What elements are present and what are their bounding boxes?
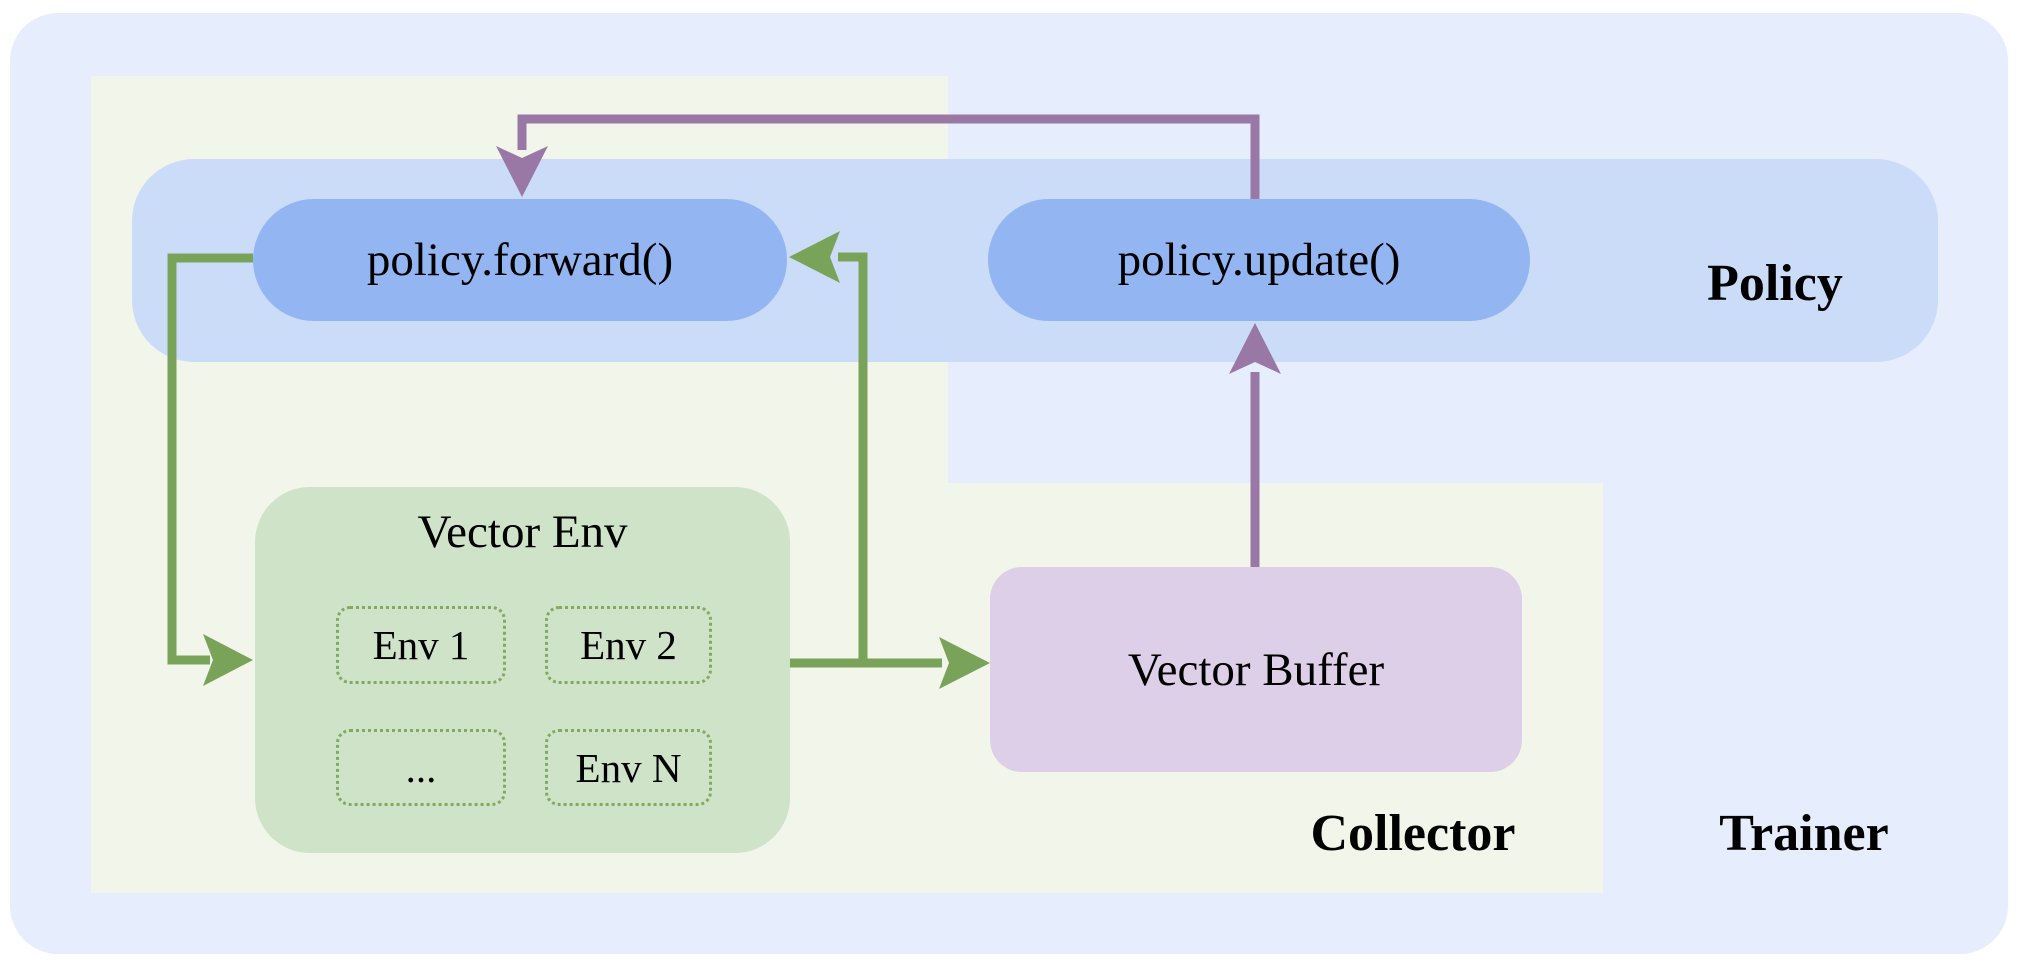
trainer-region-label: Trainer (1719, 804, 1889, 862)
env-item-ellipsis: ... (336, 729, 506, 806)
env-item-n: Env N (545, 729, 712, 806)
env-item-ellipsis-label: ... (405, 744, 437, 791)
policy-forward-label: policy.forward() (366, 234, 674, 286)
vector-env-title: Vector Env (417, 506, 628, 558)
policy-region-label: Policy (1707, 254, 1843, 312)
vector-buffer-label: Vector Buffer (1127, 643, 1385, 696)
env-item-2-label: Env 2 (580, 622, 677, 668)
policy-forward-node: policy.forward() (253, 199, 787, 321)
policy-update-node: policy.update() (988, 199, 1530, 321)
vector-env-node: Vector Env Env 1 Env 2 ... Env N (255, 487, 790, 853)
vector-buffer-node: Vector Buffer (990, 567, 1522, 772)
collector-region-label: Collector (1310, 804, 1516, 862)
policy-update-label: policy.update() (1117, 234, 1401, 286)
env-item-1: Env 1 (336, 606, 506, 684)
env-item-n-label: Env N (575, 744, 682, 791)
env-item-1-label: Env 1 (372, 622, 470, 668)
env-item-2: Env 2 (545, 606, 712, 684)
